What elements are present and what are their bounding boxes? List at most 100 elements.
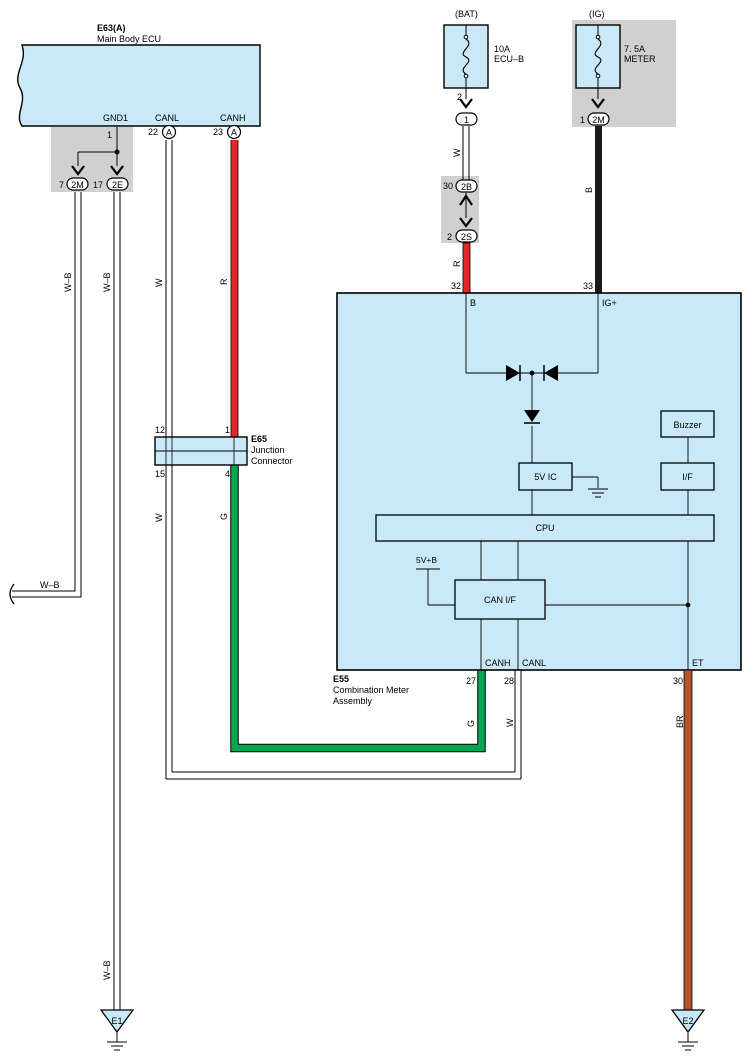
wire-label-w-4: W [505,718,515,727]
connector-2e: 2E [106,177,129,191]
combination-meter-e55: Buzzer I/F 5V IC CPU CAN I/F 5V+B B IG+ … [333,292,742,706]
pin-2s: 2 [447,232,452,242]
bat-white-wire [462,88,470,180]
meter-line1: Combination Meter [333,685,409,695]
canif-label: CAN I/F [484,595,517,605]
pin-numbers: 1 22 23 7 17 2 1 30 2 32 33 12 1 15 4 27… [59,92,683,686]
buzzer-label: Buzzer [673,420,701,430]
wire-label-g-1: G [219,513,229,520]
bat-red-wire [462,242,471,294]
ic5v-label: 5V IC [534,472,557,482]
pin-meter-ig: 33 [583,281,593,291]
cpu-label: CPU [535,523,554,533]
wire-label-w-1: W [154,278,164,287]
pin-ecu-canh: 23 [213,127,223,137]
wire-label-w-3: W [452,148,462,157]
diode-ig [544,365,558,381]
junction-line2: Connector [251,456,293,466]
fuse-ig-rating: 7. 5A [624,44,645,54]
ecu-gnd1-label: GND1 [103,113,128,123]
arrow-2m-left [71,165,85,176]
connector-2m-left: 2M [66,177,89,191]
ground-e2: E2 [670,1009,706,1051]
pin-meter-canl: 28 [504,676,514,686]
pin-2e: 17 [93,180,103,190]
wire-label-wb-1: W–B [63,272,73,292]
ecu-pin-canl: A [161,124,177,140]
wire-color-labels: W–B W–B W–B W–B W W R G W R B G W BR [40,148,685,980]
pin-meter-et: 30 [673,676,683,686]
ecu-canl-label: CANL [155,113,179,123]
wire-break-mark [9,583,15,605]
svg-text:2B: 2B [461,182,472,192]
ecu-pin-canh: A [226,124,242,140]
wb-ground-wires [12,127,121,1010]
pin-meter-b: 32 [451,281,461,291]
fuse-ecu-b: (BAT) 10A ECU–B [443,9,524,89]
diode-b [506,365,520,381]
svg-text:E1: E1 [111,1016,122,1026]
svg-text:A: A [231,128,237,138]
buzzer-box [660,410,715,438]
pin-jc-15: 15 [155,469,165,479]
pin-jc-4: 4 [225,469,230,479]
connector-2s: 2S [455,229,478,243]
pin-2b: 30 [443,181,453,191]
et-brown-wire [683,669,693,1011]
pin-jc-1: 1 [225,425,230,435]
meter-code: E55 [333,674,349,684]
arrow-fuse-bat [459,98,473,109]
arrow-2s [459,217,473,228]
fuse-bat-rating: 10A [494,44,510,54]
pin-ig-2m: 1 [580,115,585,125]
svg-text:2S: 2S [461,232,472,242]
meter-line2: Assembly [333,696,373,706]
arrow-2b [459,194,473,206]
meter-canl-label: CANL [522,658,546,668]
wire-label-wb-2: W–B [102,272,112,292]
svg-text:A: A [166,128,172,138]
pin-2m-left: 7 [59,180,64,190]
cpu-box [375,514,715,542]
wire-label-r-2: R [452,260,462,267]
wire-label-br: BR [675,715,685,728]
ground-e1: E1 [99,1009,135,1051]
meter-b-label: B [470,298,476,308]
junction-code: E65 [251,434,267,444]
fuse-ig-name: METER [624,54,656,64]
wire-label-w-2: W [154,513,164,522]
svg-text:2M: 2M [71,180,84,190]
fuse-meter: (IG) 7. 5A METER [575,9,656,89]
wire-label-g-2: G [466,720,476,727]
meter-et-label: ET [692,658,704,668]
canif-box [454,579,546,620]
ecu-ground-splice-dot [114,149,120,155]
wire-label-wb-4: W–B [40,580,60,590]
wire-label-wb-3: W–B [102,960,112,980]
canh-green-wire [231,465,485,752]
pin-meter-canh: 27 [466,676,476,686]
svg-text:2M: 2M [592,115,605,125]
ecu-canh-label: CANH [220,113,246,123]
pin-ecu-canl: 22 [148,127,158,137]
main-body-ecu: E63(A) Main Body ECU GND1 CANL CANH [17,23,261,127]
ic5v-box [518,462,573,491]
if-label: I/F [682,472,693,482]
if-box [660,462,715,491]
wire-label-r-1: R [219,278,229,285]
pin-ecu-gnd1: 1 [107,130,112,140]
svg-text:E2: E2 [682,1016,693,1026]
ecu-name: Main Body ECU [97,34,161,44]
pin-fuse-bat-out: 2 [457,92,462,102]
connector-1: 1 [455,112,478,126]
bat-source: (BAT) [455,9,478,19]
junction-connector-e65: E65 Junction Connector [154,434,293,466]
pin-jc-12: 12 [155,425,165,435]
junction-line1: Junction [251,445,285,455]
connector-2b: 2B [455,179,478,193]
diode-main [524,410,540,422]
ig-source: (IG) [589,9,605,19]
wire-label-b: B [584,187,594,193]
ecu-code: E63(A) [97,23,126,33]
